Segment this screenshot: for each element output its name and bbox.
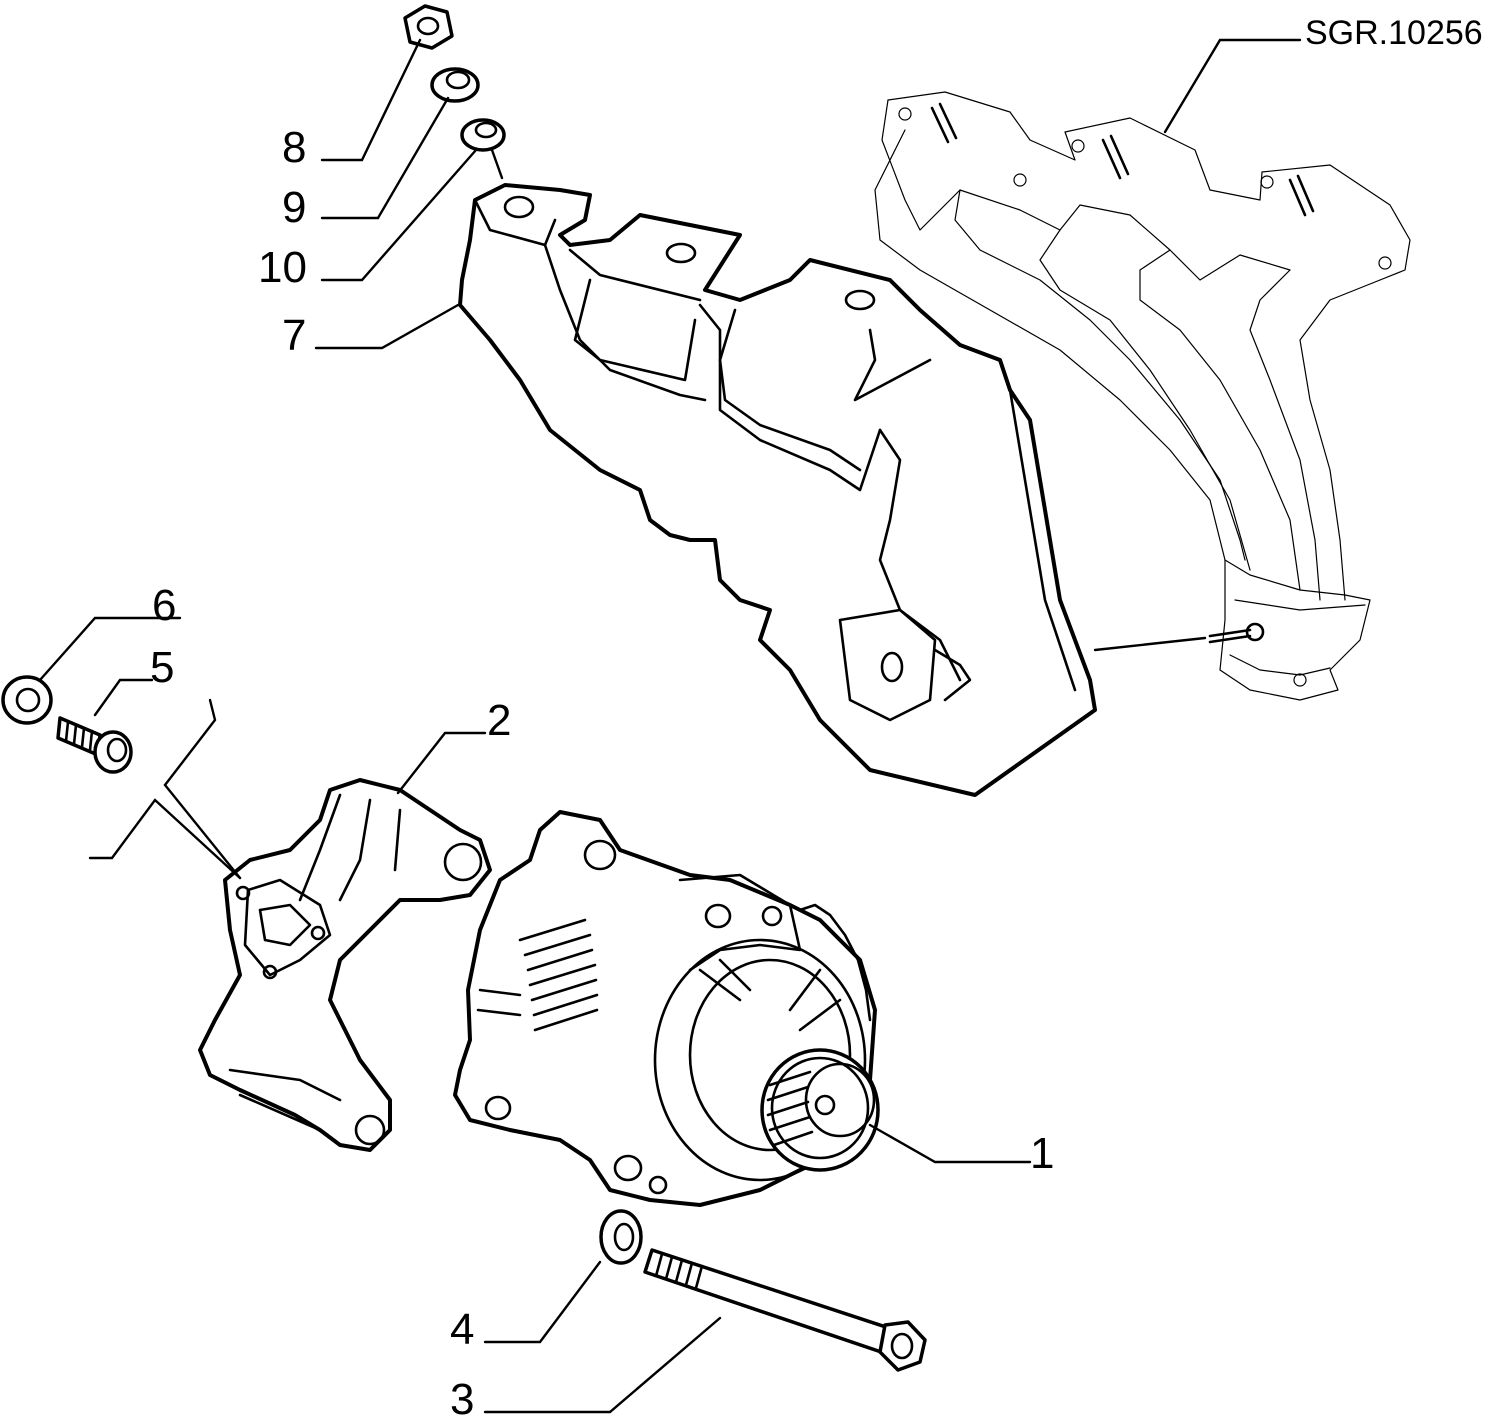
exhaust-manifold xyxy=(874,91,1411,701)
alternator-bracket xyxy=(88,698,492,1152)
nut xyxy=(403,4,454,50)
screw xyxy=(56,716,133,774)
washer-4 xyxy=(599,1209,643,1265)
heat-shield xyxy=(458,183,1207,797)
leader-8 xyxy=(320,38,422,162)
callout-1: 1 xyxy=(1030,1129,1054,1178)
leader-5 xyxy=(93,678,154,717)
drawing-reference-number: SGR.10256 xyxy=(1305,14,1483,52)
callout-4: 4 xyxy=(450,1305,474,1354)
callout-10: 10 xyxy=(258,243,307,292)
leader-9 xyxy=(320,96,450,220)
alternator xyxy=(453,810,1032,1207)
callout-7: 7 xyxy=(282,311,306,360)
leader-6 xyxy=(38,616,182,682)
callout-3: 3 xyxy=(450,1375,474,1419)
washer-10 xyxy=(460,118,506,152)
washer-9 xyxy=(430,67,480,103)
callout-8: 8 xyxy=(282,123,306,172)
leader-7 xyxy=(314,303,460,350)
leader-10-extension xyxy=(490,148,504,180)
leader-4 xyxy=(483,1260,602,1344)
callout-5: 5 xyxy=(150,643,174,692)
washer-6 xyxy=(1,675,53,725)
leader-2 xyxy=(396,731,487,795)
long-bolt xyxy=(643,1248,927,1372)
drawing-reference-leader xyxy=(1163,38,1302,134)
leader-3 xyxy=(483,1316,722,1414)
callout-6: 6 xyxy=(152,581,176,630)
callout-9: 9 xyxy=(282,183,306,232)
leader-10 xyxy=(320,148,478,282)
callout-2: 2 xyxy=(487,696,511,745)
